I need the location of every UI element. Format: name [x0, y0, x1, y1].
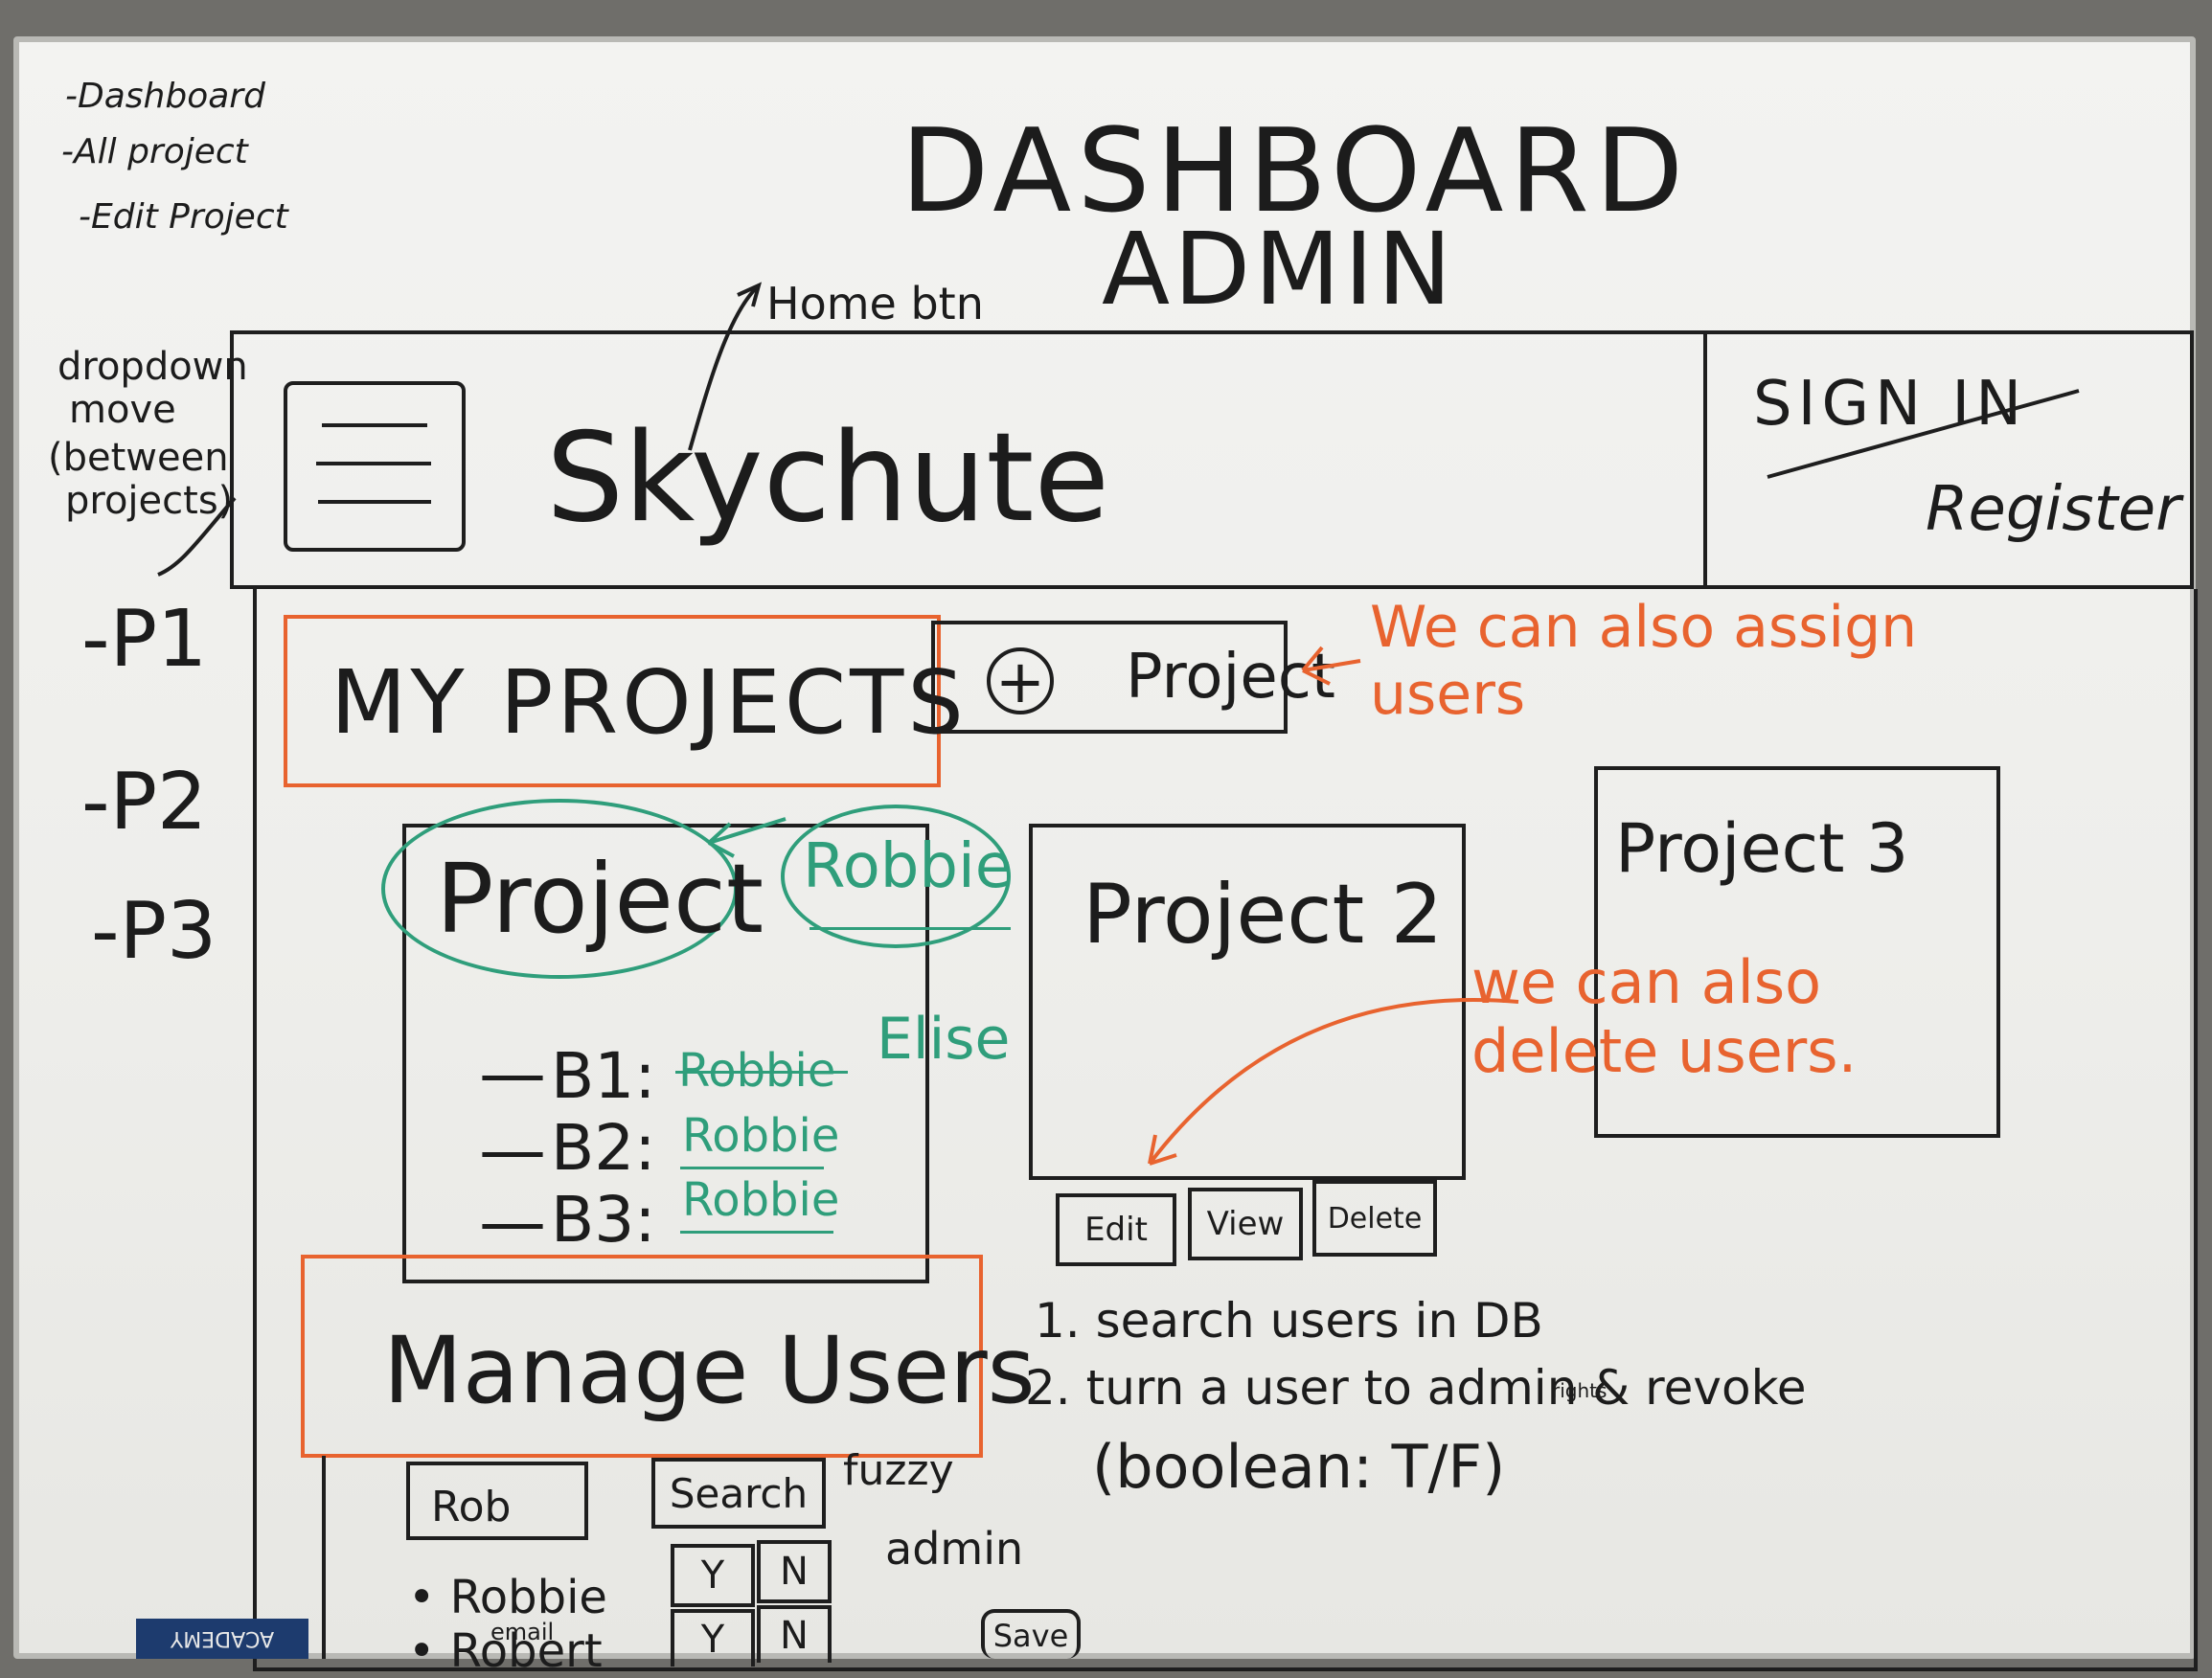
- user-tag-arrow: [707, 817, 787, 858]
- admin-yes-toggle[interactable]: Y: [671, 1609, 755, 1667]
- manage-users-heading: Manage Users: [383, 1317, 1036, 1424]
- app-name[interactable]: Skychute: [546, 407, 1110, 550]
- edit-button[interactable]: Edit: [1056, 1193, 1176, 1266]
- user-name-robbie[interactable]: • Robbie: [408, 1571, 607, 1624]
- project-card-3[interactable]: [1594, 766, 2000, 1138]
- row-dash: —: [479, 1034, 546, 1113]
- sidebar-note-line: (between: [48, 436, 229, 480]
- fuzzy-note: fuzzy: [843, 1446, 954, 1495]
- sign-in-link[interactable]: SIGN IN: [1753, 369, 2028, 440]
- whiteboard: [13, 36, 2196, 1659]
- assign-users-note: We can also assign users: [1370, 594, 1918, 728]
- admin-no-toggle[interactable]: N: [757, 1540, 832, 1603]
- project-1-user-highlight: [781, 805, 1011, 948]
- delete-users-note: we can also delete users.: [1471, 947, 1858, 1086]
- row-user-b2[interactable]: Robbie: [682, 1109, 840, 1163]
- search-input-value: Rob: [431, 1483, 512, 1531]
- search-button[interactable]: Search: [651, 1458, 826, 1529]
- delete-button[interactable]: Delete: [1312, 1180, 1437, 1257]
- row-user-b3-underline: [680, 1231, 833, 1234]
- sidebar-note-line: move: [69, 388, 176, 432]
- my-projects-section: [284, 615, 941, 787]
- sidebar-note-line: projects): [65, 479, 234, 523]
- manage-users-border: [322, 1456, 326, 1659]
- home-btn-arrow: [688, 285, 759, 451]
- menu-icon[interactable]: [284, 381, 466, 552]
- delete-users-arrowhead: [1148, 1134, 1177, 1166]
- view-button[interactable]: View: [1188, 1188, 1303, 1260]
- row-user-b1-strike: [675, 1071, 848, 1074]
- row-dash: —: [479, 1111, 546, 1190]
- sidebar-note-line: dropdown: [57, 345, 248, 389]
- page-title: DASHBOARD: [901, 105, 1690, 238]
- assign-users-arrow: [1301, 646, 1361, 686]
- note-edit-project: -Edit Project: [79, 197, 288, 237]
- admin-yes-toggle[interactable]: Y: [671, 1544, 755, 1607]
- row-user-b3[interactable]: Robbie: [682, 1173, 840, 1227]
- project-1-title-highlight: [381, 799, 738, 979]
- add-project-label: Project: [1126, 642, 1335, 713]
- add-project-button[interactable]: [931, 621, 1288, 734]
- delete-users-arrow: [1148, 997, 1519, 1166]
- step-3: (boolean: T/F): [1092, 1432, 1506, 1502]
- dropdown-arrow: [157, 496, 237, 577]
- step-2: 2. turn a user to admin & revoke: [1025, 1360, 1807, 1416]
- note-all-project: -All project: [61, 132, 248, 171]
- row-id-b3: B3:: [551, 1183, 656, 1257]
- admin-column-label: admin: [885, 1523, 1024, 1575]
- user-name-text: Robbie: [449, 1571, 607, 1624]
- manage-users-section: [301, 1255, 983, 1458]
- user-tag-underline: [810, 927, 1011, 930]
- project-3-title: Project 3: [1615, 809, 1909, 888]
- search-input[interactable]: [406, 1462, 588, 1540]
- row-user-b2-underline: [680, 1167, 824, 1169]
- my-projects-heading: MY PROJECTS: [331, 651, 968, 754]
- home-btn-note: Home btn: [766, 278, 984, 329]
- row-id-b1: B1:: [551, 1039, 656, 1113]
- row-id-b2: B2:: [551, 1111, 656, 1185]
- register-link[interactable]: Register: [1926, 474, 2181, 545]
- admin-no-toggle[interactable]: N: [757, 1605, 832, 1663]
- step-1: 1. search users in DB: [1035, 1293, 1543, 1349]
- page-subtitle: ADMIN: [1102, 211, 1456, 328]
- project-1-title: Project: [436, 843, 764, 955]
- header-bar: [230, 330, 2194, 589]
- sidebar-item-p1[interactable]: -P1: [81, 594, 208, 685]
- step-2-rights: rights: [1552, 1379, 1608, 1402]
- plus-icon: +: [987, 646, 1054, 716]
- row-dash: —: [479, 1183, 546, 1261]
- project-1-user-tag[interactable]: Robbie: [803, 831, 1014, 902]
- project-2-title: Project 2: [1083, 867, 1444, 963]
- user-sub-email: email: [490, 1619, 555, 1645]
- row-user-b1-replacement[interactable]: Elise: [877, 1006, 1011, 1073]
- sidebar-item-p2[interactable]: -P2: [81, 757, 208, 848]
- sign-in-register-divider: [1767, 389, 2080, 479]
- home-btn-arrowhead: [737, 282, 763, 307]
- sidebar-item-p3[interactable]: -P3: [91, 886, 217, 977]
- save-button[interactable]: Save: [981, 1609, 1081, 1659]
- header-divider: [1703, 330, 1707, 589]
- note-dashboard: -Dashboard: [65, 77, 265, 116]
